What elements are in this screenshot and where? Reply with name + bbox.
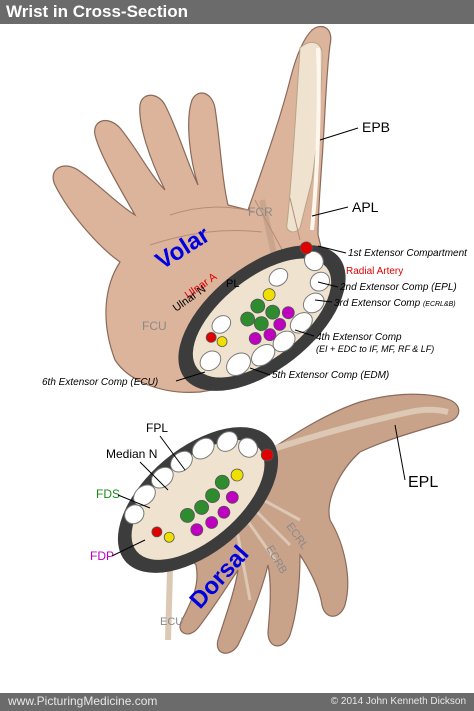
fdp-tendon bbox=[263, 328, 277, 342]
volar-palm-crease-2 bbox=[169, 206, 256, 216]
volar-flexor-tendons bbox=[205, 241, 313, 347]
fdp-tendon bbox=[273, 318, 287, 331]
tendon bbox=[226, 352, 251, 377]
leader-comp2 bbox=[317, 281, 339, 288]
label-comp2: 2nd Extensor Comp (EPL) bbox=[339, 282, 457, 293]
ulnar-artery-dot bbox=[205, 332, 217, 343]
label-median-n: Median N bbox=[106, 447, 157, 461]
ulnar-artery-dot bbox=[151, 526, 163, 538]
volar-tendon-lines bbox=[254, 197, 301, 256]
footer-copyright: © 2014 John Kenneth Dickson bbox=[330, 696, 466, 707]
tendon bbox=[133, 484, 156, 507]
tendon bbox=[211, 315, 232, 334]
volar-thumb-tendon bbox=[310, 47, 321, 231]
footer-website: www.PicturingMedicine.com bbox=[8, 694, 158, 708]
dorsal-cross-section bbox=[117, 427, 279, 573]
label-comp5: 5th Extensor Comp (EDM) bbox=[272, 370, 389, 381]
footer-bar: www.PicturingMedicine.com © 2014 John Ke… bbox=[0, 693, 474, 711]
label-comp1: 1st Extensor Compartment bbox=[348, 248, 468, 259]
leader-fds bbox=[117, 494, 151, 509]
label-comp3-sub: (ECRL&B) bbox=[423, 301, 456, 308]
label-fcr: FCR bbox=[248, 205, 273, 219]
dorsal-tendon-lines bbox=[233, 488, 301, 601]
leader-fdp bbox=[111, 539, 146, 557]
fdp-tendon bbox=[281, 306, 295, 320]
fds-tendon bbox=[180, 508, 195, 523]
tendon bbox=[289, 312, 313, 334]
leader-apl bbox=[311, 206, 349, 217]
fds-tendon bbox=[253, 316, 269, 332]
fds-tendon bbox=[265, 304, 281, 320]
leader-epb bbox=[319, 127, 359, 141]
volar-palm-crease bbox=[149, 230, 263, 246]
label-fds: FDS bbox=[96, 487, 120, 501]
volar-hand bbox=[52, 25, 346, 393]
median-nerve bbox=[230, 468, 244, 482]
label-ecu: ECU bbox=[160, 616, 183, 628]
fds-tendon bbox=[205, 488, 220, 503]
leader-median-n bbox=[139, 461, 169, 491]
label-comp3-main: 3rd Extensor Comp bbox=[334, 298, 421, 309]
label-fcu: FCU bbox=[142, 319, 167, 333]
leader-fpl bbox=[159, 435, 186, 471]
title-bar: Wrist in Cross-Section bbox=[0, 0, 474, 24]
label-comp4-sub: (EI + EDC to IF, MF, RF & LF) bbox=[316, 344, 434, 354]
dorsal-ecu-tendon bbox=[165, 569, 173, 641]
label-fdp: FDP bbox=[90, 549, 114, 563]
fdp-tendon bbox=[225, 490, 239, 504]
fdp-tendon bbox=[217, 505, 231, 519]
tendon bbox=[216, 431, 238, 452]
leader-comp3 bbox=[314, 299, 333, 303]
label-comp3: 3rd Extensor Comp (ECRL&B) bbox=[334, 298, 456, 309]
leader-comp1 bbox=[317, 245, 347, 254]
leader-epl bbox=[394, 424, 406, 481]
volar-extensor-tendons bbox=[199, 250, 331, 377]
fds-tendon bbox=[194, 500, 210, 515]
label-epl: EPL bbox=[408, 474, 438, 491]
fdp-tendon bbox=[248, 332, 262, 345]
dorsal-hand bbox=[117, 393, 460, 654]
fds-tendon bbox=[250, 298, 266, 314]
fds-tendon bbox=[214, 474, 230, 490]
tendon bbox=[150, 466, 174, 489]
label-apl: APL bbox=[352, 199, 379, 215]
ulnar-nerve-dot bbox=[216, 336, 228, 347]
median-nerve bbox=[262, 288, 276, 302]
page-title: Wrist in Cross-Section bbox=[6, 2, 188, 21]
fdp-tendon bbox=[205, 516, 219, 529]
tendon bbox=[238, 437, 258, 458]
dorsal-section-inner bbox=[131, 440, 265, 560]
fds-tendon bbox=[240, 311, 256, 327]
dorsal-flexor-tendons bbox=[151, 448, 274, 543]
tendon bbox=[124, 504, 145, 525]
tendon bbox=[309, 271, 331, 292]
label-radial-artery: Radial Artery bbox=[346, 266, 403, 277]
leader-comp4 bbox=[294, 329, 315, 337]
radial-artery-dot bbox=[299, 241, 313, 255]
tendon bbox=[191, 437, 215, 460]
ulnar-nerve-dot bbox=[163, 531, 175, 543]
label-comp4: 4th Extensor Comp bbox=[316, 332, 402, 343]
volar-cross-section bbox=[178, 241, 346, 391]
tendon bbox=[268, 267, 289, 287]
fdp-tendon bbox=[190, 523, 204, 537]
tendon bbox=[170, 450, 193, 473]
dorsal-hand-silhouette bbox=[179, 393, 460, 654]
radial-artery-dot bbox=[260, 448, 274, 462]
dorsal-epl-tendon bbox=[254, 406, 449, 458]
label-fpl: FPL bbox=[146, 421, 168, 435]
tendon bbox=[302, 292, 325, 314]
tendon bbox=[272, 330, 296, 353]
label-comp6: 6th Extensor Comp (ECU) bbox=[42, 377, 158, 388]
wrist-diagram: Volar EPB APL FCR FCU PL Ulnar A Ulnar N… bbox=[42, 25, 468, 654]
label-epb: EPB bbox=[362, 119, 390, 135]
leader-comp5 bbox=[249, 367, 271, 376]
dorsal-extensor-tendons bbox=[124, 431, 258, 525]
volar-thumb-bones bbox=[286, 42, 323, 233]
leader-comp6 bbox=[175, 371, 206, 382]
tendon bbox=[199, 350, 222, 372]
label-pl: PL bbox=[226, 278, 239, 290]
